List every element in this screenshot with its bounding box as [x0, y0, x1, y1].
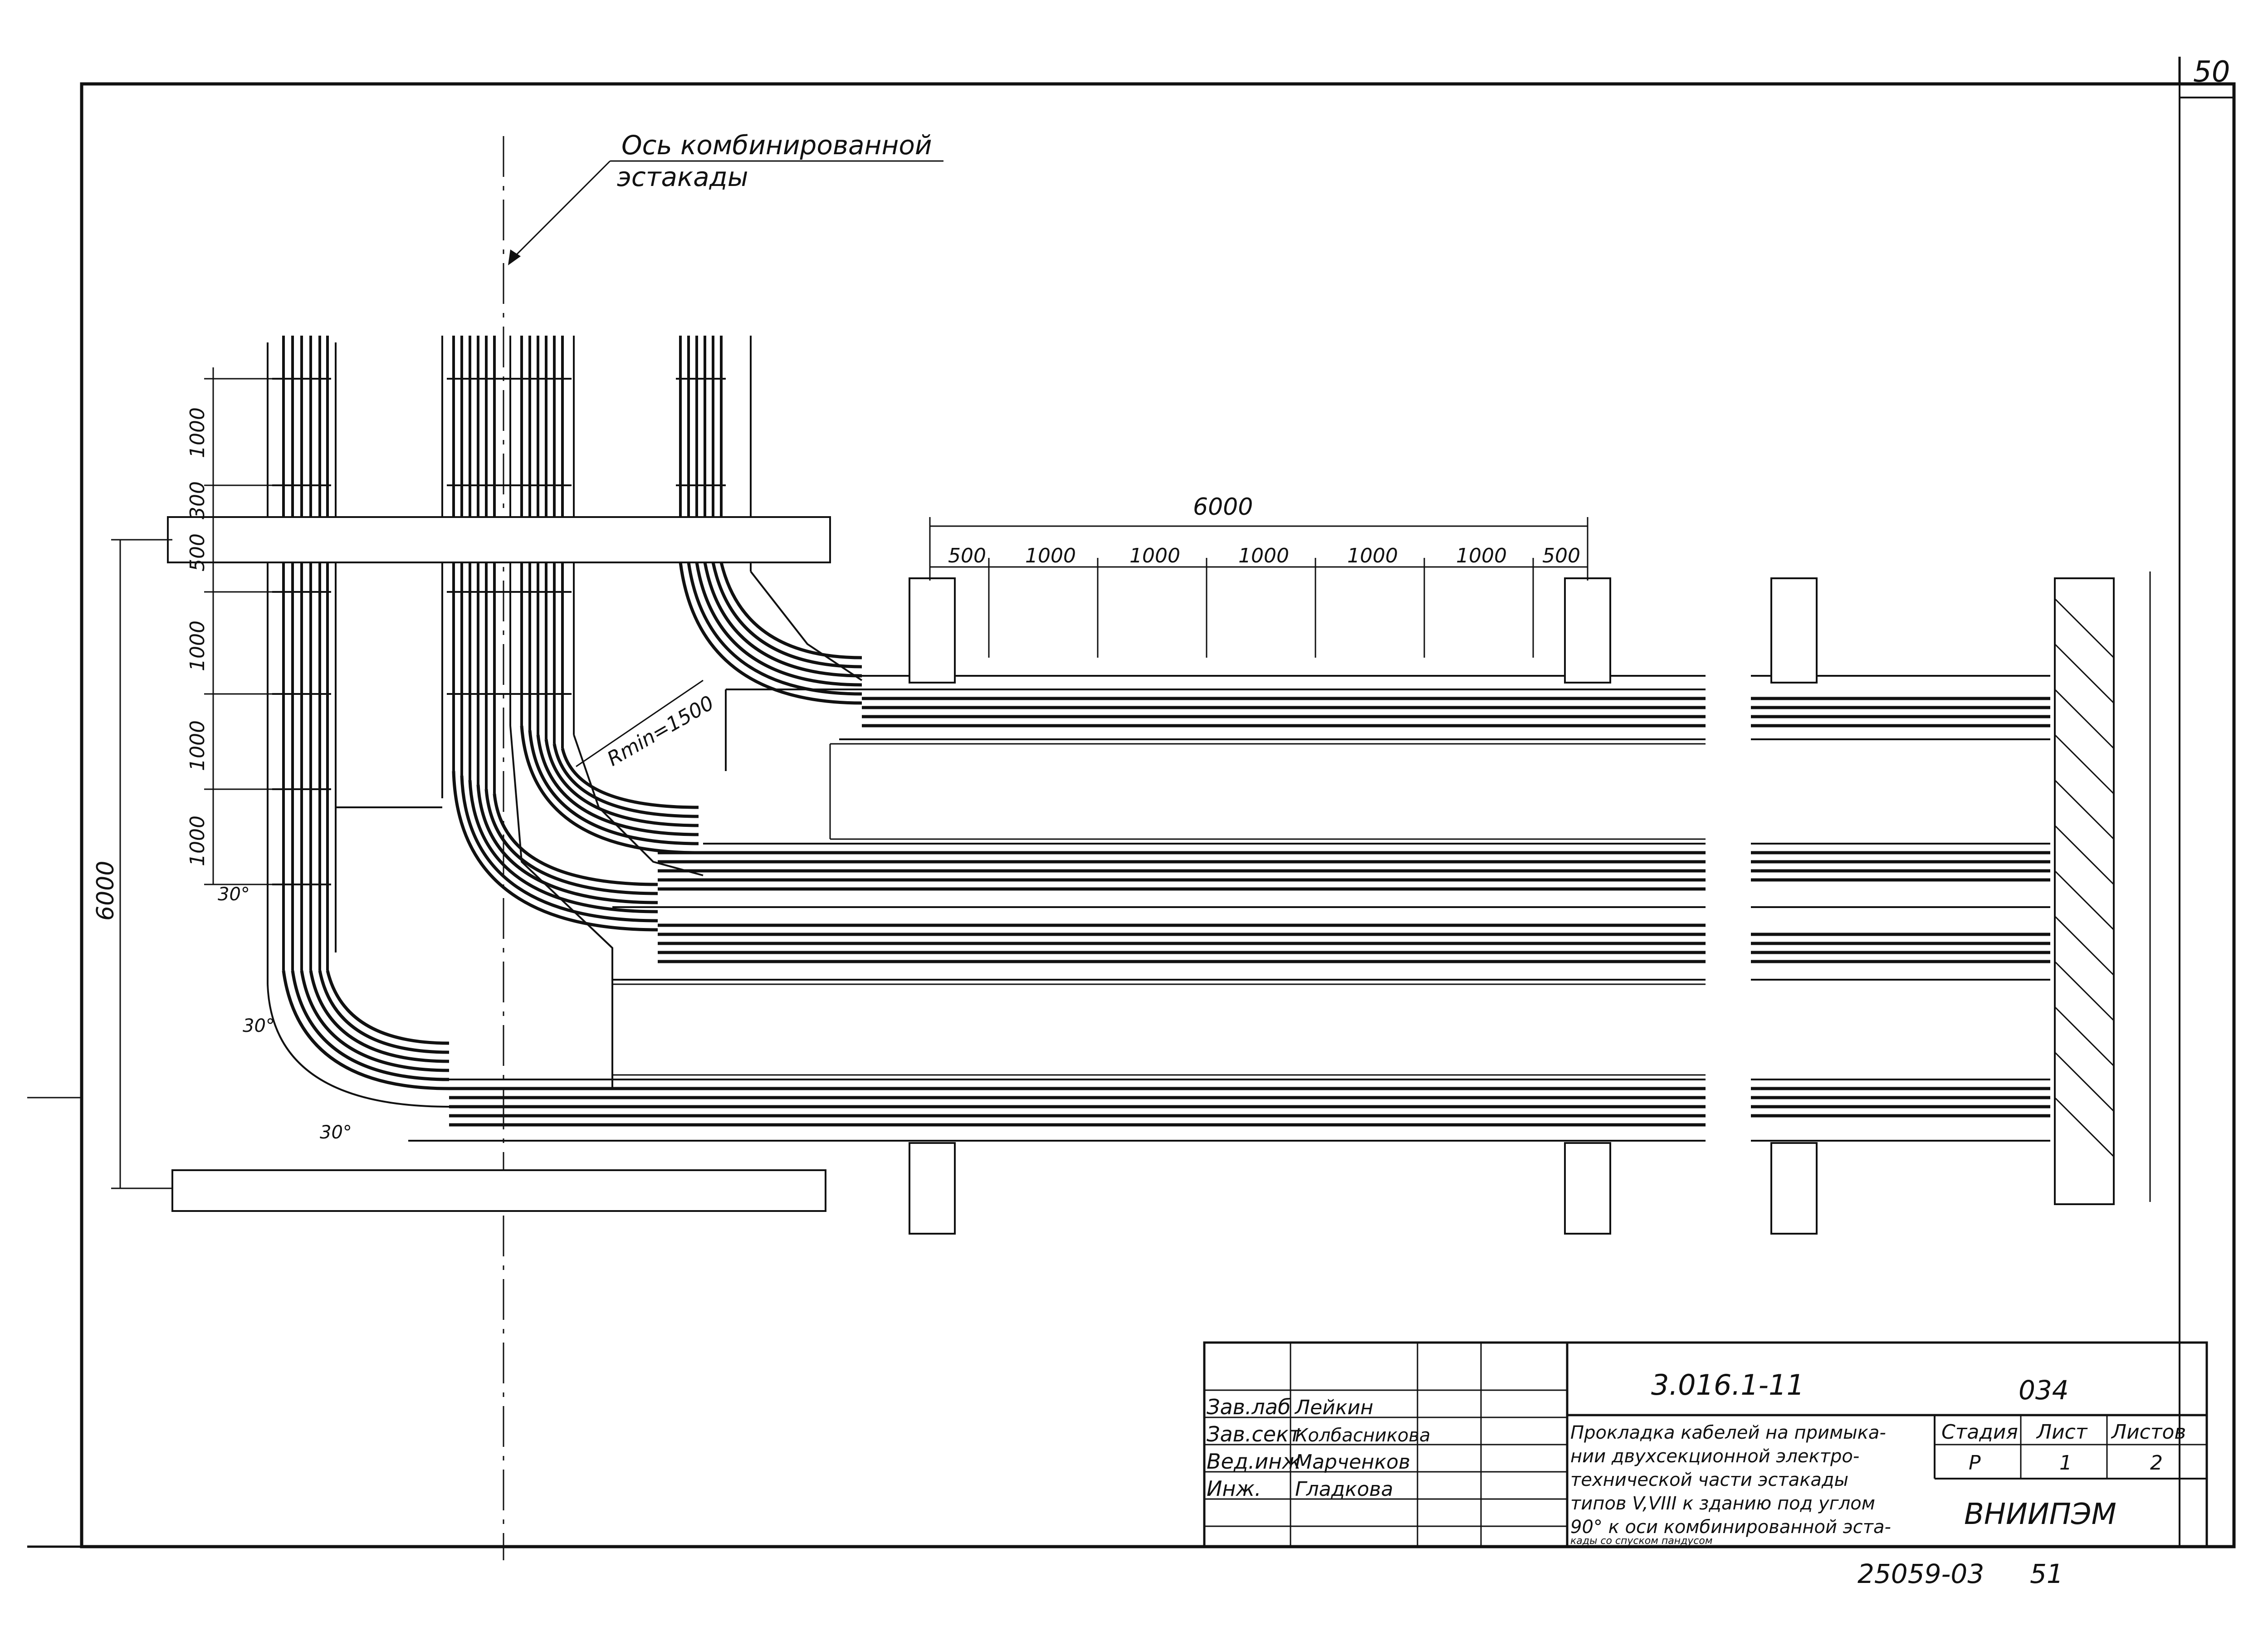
title-line-1: Прокладка кабелей на примыка- — [1570, 1422, 1886, 1443]
sheet-code: 034 — [2019, 1375, 2069, 1406]
top-dim-2: 1000 — [1025, 544, 1076, 567]
role-2: Зав.сект — [1207, 1422, 1301, 1446]
trestle-columns — [167, 516, 1818, 1235]
angle-dim-1: 30° — [218, 884, 250, 905]
axis-label-line1: Ось комбинированной — [621, 130, 932, 161]
top-dim-3: 1000 — [1129, 544, 1180, 567]
top-dim-6: 1000 — [1456, 544, 1507, 567]
name-1: Лейкин — [1294, 1396, 1374, 1419]
sheet-value: 1 — [2059, 1451, 2072, 1475]
stage-header: Стадия — [1941, 1421, 2018, 1444]
left-dim-2: 300 — [186, 481, 209, 519]
left-dim-6: 1000 — [186, 816, 209, 866]
angle-dim-3: 30° — [320, 1122, 352, 1143]
archive-number: 25059-03 — [1857, 1558, 1984, 1589]
name-3: Марченков — [1295, 1450, 1410, 1474]
role-1: Зав.лаб — [1207, 1395, 1290, 1419]
name-2: Колбасникова — [1295, 1425, 1430, 1446]
sheet-header: Лист — [2036, 1421, 2088, 1444]
top-dim-7: 500 — [1542, 544, 1580, 567]
left-dim-1: 1000 — [186, 407, 209, 458]
top-dim-5: 1000 — [1347, 544, 1398, 567]
sheets-value: 2 — [2150, 1451, 2163, 1475]
cable-bends — [267, 562, 863, 1108]
title-line-6: кады со спуском пандусом — [1570, 1535, 1712, 1547]
left-dim-5: 1000 — [186, 720, 209, 771]
trestle-axis — [503, 136, 943, 1560]
title-line-5: 90° к оси комбинированной эста- — [1570, 1517, 1891, 1538]
axis-label-line2: эстакады — [617, 161, 748, 192]
name-4: Гладкова — [1295, 1478, 1393, 1501]
radius-dim: Rmin=1500 — [603, 691, 718, 771]
organization-name: ВНИИПЭМ — [1964, 1498, 2116, 1531]
title-block — [1203, 1341, 2208, 1548]
stage-value: Р — [1969, 1451, 1981, 1475]
sheets-header: Листов — [2111, 1421, 2186, 1444]
total-height-dim: 6000 — [92, 861, 119, 921]
sheet-number: 50 — [2193, 55, 2230, 89]
page-number: 51 — [2030, 1558, 2063, 1589]
top-dim-1: 500 — [948, 544, 986, 567]
dimension-lines — [111, 367, 1589, 1189]
drawing-frame — [27, 57, 2236, 1548]
total-width-dim: 6000 — [1193, 493, 1253, 521]
title-block-texts: 3.016.1-11 034 Зав.лаб Зав.сект Вед.инж … — [1207, 1368, 2186, 1547]
angle-dim-2: 30° — [243, 1016, 275, 1036]
doc-code: 3.016.1-11 — [1651, 1368, 1804, 1402]
horizontal-cable-runs — [408, 675, 2050, 1142]
vertical-cable-runs — [267, 336, 752, 984]
left-dim-4: 1000 — [186, 620, 209, 671]
role-4: Инж. — [1207, 1476, 1261, 1501]
title-line-4: типов V,VIII к зданию под углом — [1570, 1493, 1875, 1514]
title-line-3: технической части эстакады — [1570, 1470, 1848, 1490]
building-wall — [2054, 571, 2151, 1205]
role-3: Вед.инж — [1207, 1449, 1301, 1474]
title-line-2: нии двухсекционной электро- — [1570, 1446, 1859, 1467]
top-dim-4: 1000 — [1238, 544, 1289, 567]
left-dim-3: 500 — [186, 533, 209, 571]
